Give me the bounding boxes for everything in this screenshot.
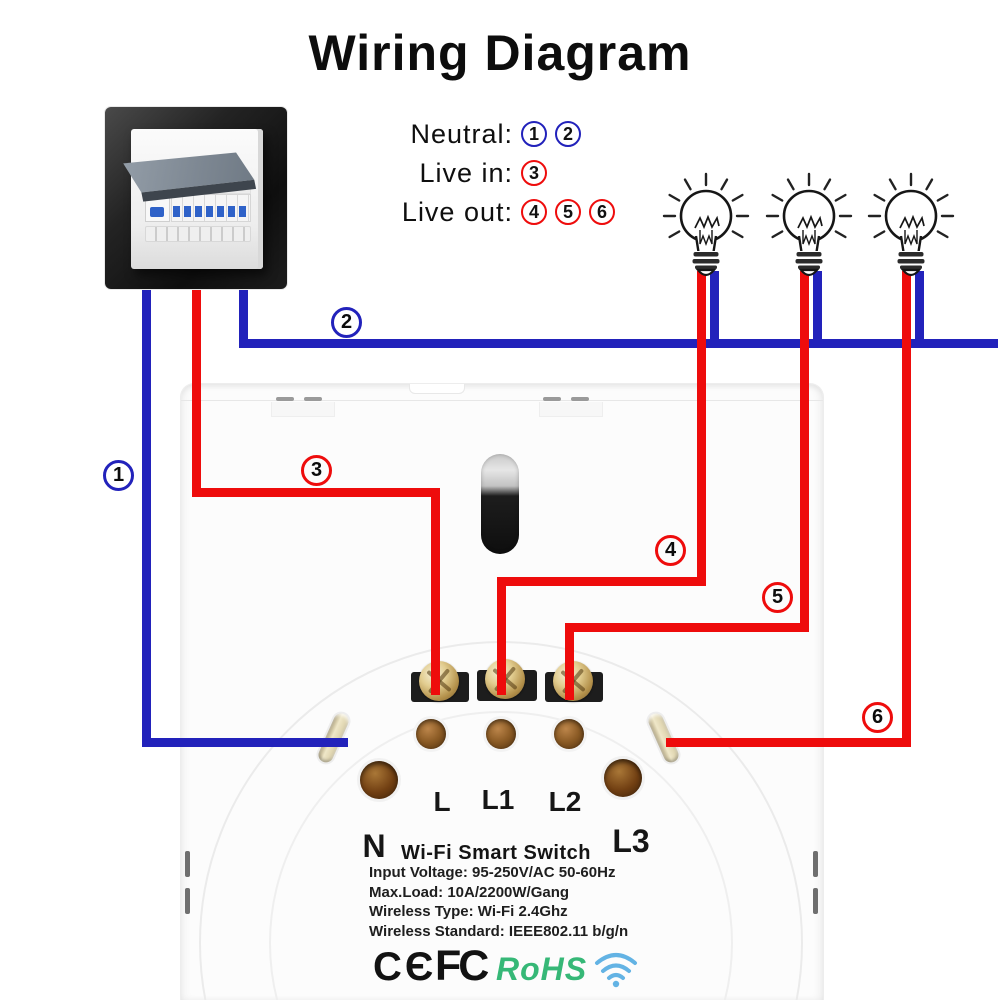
clip-recess [271, 402, 335, 417]
bulb3-live-wire [902, 258, 911, 747]
wire-marker-4: 4 [655, 535, 686, 566]
terminal-label-l3: L3 [612, 823, 650, 859]
terminal-hole-l2 [554, 719, 584, 749]
breaker-toggles [173, 206, 249, 217]
breaker-box-photo [105, 107, 287, 289]
vent-slot [276, 397, 294, 401]
light-bulb-icon [662, 172, 750, 277]
legend-ref-circle-6: 6 [589, 199, 615, 225]
n-terminal-hole [360, 761, 398, 799]
bulb2-live-wire [800, 258, 809, 632]
clip-recess [539, 402, 603, 417]
side-clip-slot [813, 888, 818, 914]
vent-slot [571, 397, 589, 401]
wire-marker-1: 1 [103, 460, 134, 491]
legend-row-neutral: Neutral: 1 2 [260, 119, 680, 149]
wire-marker-2: 2 [331, 307, 362, 338]
vent-slot [543, 397, 561, 401]
live-out-5-horizontal [565, 623, 809, 632]
terminal-hole-l1 [486, 719, 516, 749]
device-name: Wi-Fi Smart Switch [401, 842, 591, 864]
legend-row-live-in: Live in: 3 [260, 158, 680, 188]
terminal-hole-l [416, 719, 446, 749]
light-bulb-icon [867, 172, 955, 277]
legend-label-live-in: Live in: [419, 157, 513, 188]
spec-wireless-standard: Wireless Standard: IEEE802.11 b/g/n [369, 922, 629, 940]
live-out-6-to-l3-terminal [666, 738, 911, 747]
legend-ref-circle-4: 4 [521, 199, 547, 225]
main-breaker-toggle [150, 207, 164, 217]
side-clip-slot [185, 888, 190, 914]
l3-terminal-hole [604, 759, 642, 797]
live-in-wire-to-l-terminal [431, 488, 440, 695]
terminal-label-n: N [362, 828, 386, 864]
light-bulb-icon [765, 172, 853, 277]
legend-label-neutral: Neutral: [410, 118, 513, 149]
bulb1-neutral-wire [710, 258, 719, 348]
terminal-label-l2: L2 [548, 786, 582, 817]
live-out-4-to-l1-terminal [497, 577, 506, 695]
neutral-bus-wire [239, 339, 998, 348]
terminal-label-l: L [433, 786, 451, 817]
fcc-mark: FC [435, 942, 489, 990]
breaker-windows [145, 226, 251, 242]
live-in-wire-vertical [192, 287, 201, 497]
live-in-wire-horizontal [192, 488, 440, 497]
live-out-5-to-l2-terminal [565, 623, 574, 700]
legend-label-live-out: Live out: [401, 196, 513, 227]
bulb3-neutral-wire [915, 258, 924, 348]
legend-row-live-out: Live out: 4 5 6 [260, 197, 680, 227]
legend-ref-circle-5: 5 [555, 199, 581, 225]
wire-marker-5: 5 [762, 582, 793, 613]
panel-seam-line [181, 400, 823, 401]
rohs-mark: RoHS [496, 951, 588, 987]
vent-slot [304, 397, 322, 401]
ce-mark: CЄ [373, 945, 437, 989]
spec-wireless-type: Wireless Type: Wi-Fi 2.4Ghz [369, 903, 568, 920]
device-specs: Input Voltage: 95-250V/AC 50-60Hz Max.Lo… [369, 863, 699, 941]
live-out-4-horizontal [497, 577, 706, 586]
side-clip-slot [185, 851, 190, 877]
legend-ref-circle-3: 3 [521, 160, 547, 186]
bulb1-live-wire [697, 258, 706, 586]
panel-top-notch [409, 384, 465, 394]
terminal-label-l1: L1 [481, 784, 515, 815]
neutral-wire-2-vertical [239, 287, 248, 348]
switch-toggle-indicator [481, 454, 519, 554]
neutral-wire-1-to-n-terminal [142, 738, 348, 747]
wire-marker-3: 3 [301, 455, 332, 486]
bulb2-neutral-wire [813, 258, 822, 348]
legend-ref-circle-2: 2 [555, 121, 581, 147]
wire-marker-6: 6 [862, 702, 893, 733]
light-bulb-2 [759, 172, 859, 282]
spec-input-voltage: Input Voltage: 95-250V/AC 50-60Hz [369, 864, 616, 881]
page-title: Wiring Diagram [308, 25, 692, 81]
light-bulb-1 [656, 172, 756, 282]
light-bulb-3 [861, 172, 961, 282]
legend-ref-circle-1: 1 [521, 121, 547, 147]
neutral-wire-1-vertical [142, 287, 151, 747]
side-clip-slot [813, 851, 818, 877]
spec-max-load: Max.Load: 10A/2200W/Gang [369, 883, 570, 901]
